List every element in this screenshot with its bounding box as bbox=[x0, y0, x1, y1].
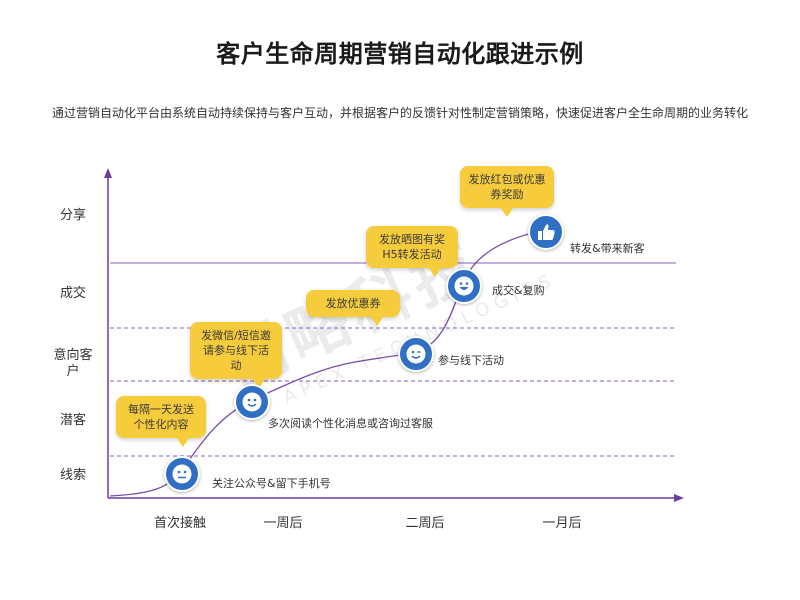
wink-face-icon bbox=[406, 344, 426, 364]
bubble-coupon: 发放优惠券 bbox=[306, 290, 400, 326]
smile-face-icon bbox=[242, 392, 262, 412]
x-stage-two-weeks: 二周后 bbox=[405, 516, 445, 531]
y-stage-intent: 意向客户 bbox=[53, 348, 93, 379]
bubble-invite-offline: 发微信/短信邀请参与线下活动 bbox=[190, 322, 282, 388]
node-share bbox=[528, 214, 564, 250]
y-stage-lead: 线索 bbox=[59, 468, 86, 483]
node-label-intent: 参与线下活动 bbox=[438, 354, 504, 367]
node-deal bbox=[446, 268, 482, 304]
y-axis-arrow bbox=[104, 168, 112, 178]
node-intent bbox=[398, 336, 434, 372]
neutral-face-icon bbox=[172, 464, 192, 484]
node-label-lead: 关注公众号&留下手机号 bbox=[212, 477, 331, 490]
bubble-personalized-content: 每隔一天发送个性化内容 bbox=[116, 396, 206, 447]
node-prospect bbox=[234, 384, 270, 420]
node-label-deal: 成交&复购 bbox=[492, 284, 545, 297]
y-stage-prospect: 潜客 bbox=[59, 413, 86, 428]
y-stage-deal: 成交 bbox=[59, 286, 86, 301]
x-stage-one-month: 一月后 bbox=[542, 516, 582, 531]
page-subtitle: 通过营销自动化平台由系统自动持续保持与客户互动，并根据客户的反馈针对性制定营销策… bbox=[51, 106, 748, 120]
thumbs-up-icon bbox=[538, 224, 555, 240]
node-lead bbox=[164, 456, 200, 492]
node-label-share: 转发&带来新客 bbox=[570, 242, 645, 255]
grin-face-icon bbox=[454, 276, 474, 296]
node-label-prospect: 多次阅读个性化消息或咨询过客服 bbox=[268, 417, 433, 430]
x-axis-arrow bbox=[674, 494, 684, 502]
y-stage-share: 分享 bbox=[59, 208, 86, 223]
bubble-h5-campaign: 发放晒图有奖H5转发活动 bbox=[366, 226, 458, 277]
x-stage-one-week: 一周后 bbox=[263, 516, 303, 531]
x-stage-first-contact: 首次接触 bbox=[153, 516, 206, 531]
page-title: 客户生命周期营销自动化跟进示例 bbox=[216, 40, 584, 68]
bubble-red-packet: 发放红包或优惠券奖励 bbox=[460, 166, 554, 217]
